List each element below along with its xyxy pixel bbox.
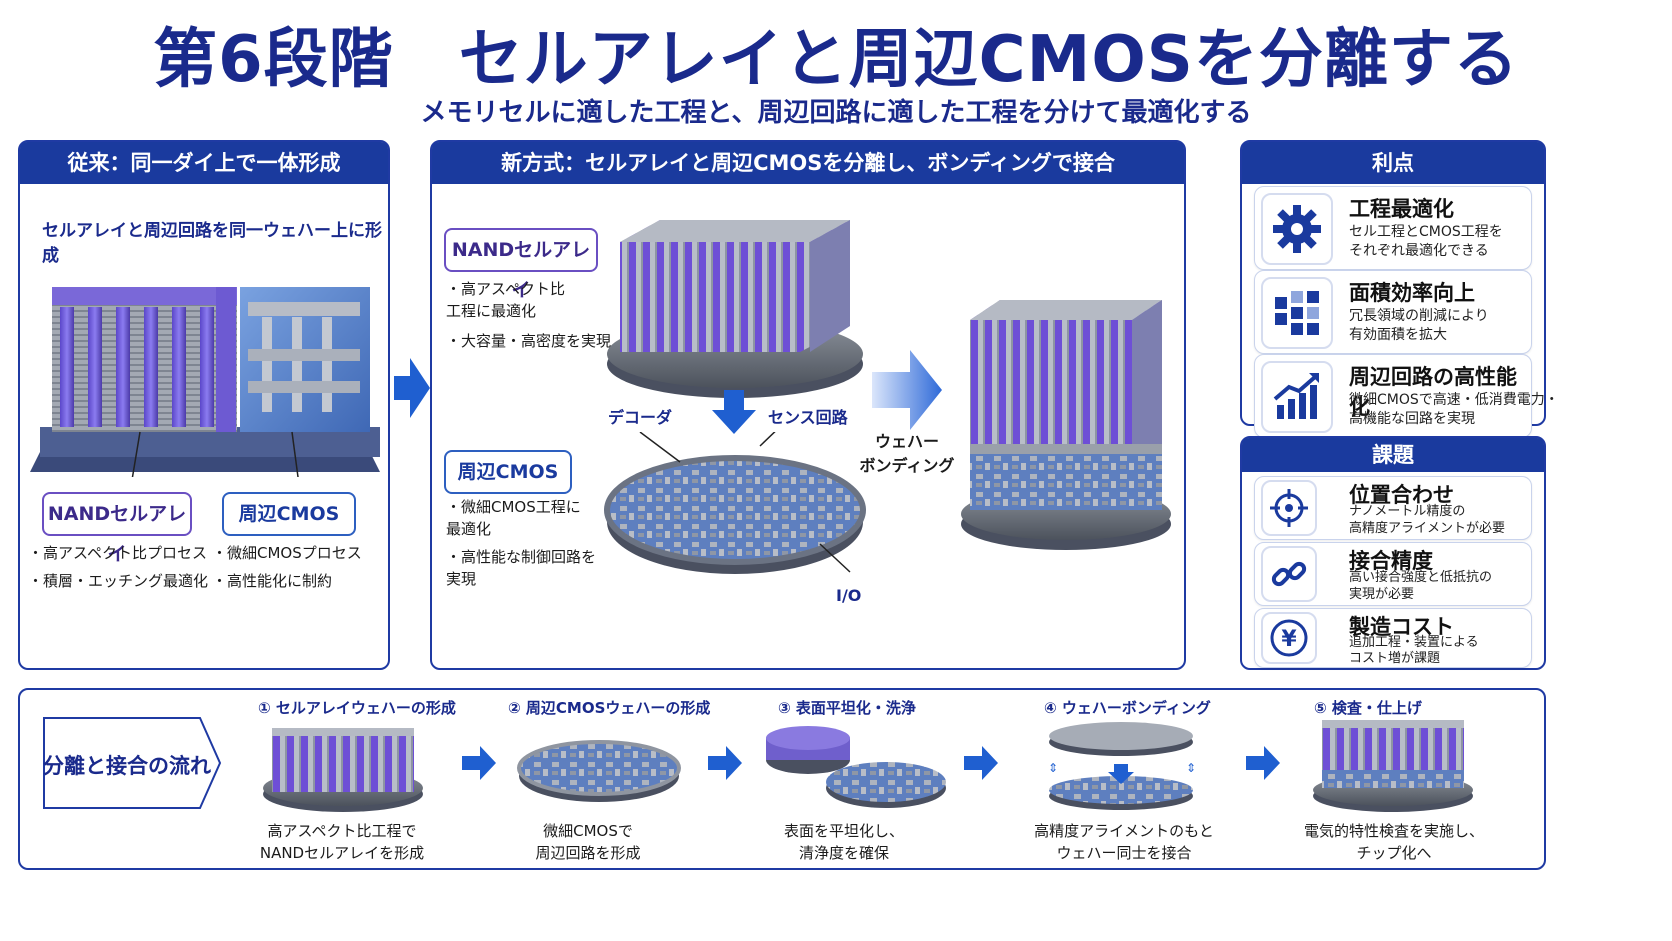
benefit-desc: セル工程とCMOS工程を それぞれ最適化できる bbox=[1349, 224, 1503, 259]
issue-desc: ナノメートル精度の 高精度アライメントが必要 bbox=[1349, 504, 1506, 536]
bonding-arrow-icon bbox=[872, 350, 942, 430]
conventional-panel: 従来：同一ダイ上で一体形成 セルアレイと周辺回路を同一ウェハー上に形成 NAND… bbox=[18, 140, 390, 670]
conventional-cmos-bullet-2: 高性能化に制約 bbox=[212, 570, 332, 592]
issue-title: 位置合わせ bbox=[1349, 483, 1454, 507]
new-cmos-bullet-2: 高性能な制御回路を 実現 bbox=[446, 546, 596, 590]
step-desc: 微細CMOSで 周辺回路を形成 bbox=[535, 822, 641, 862]
new-method-heading: 新方式：セルアレイと周辺CMOSを分離し、ボンディングで接合 bbox=[432, 142, 1184, 184]
benefit-desc: 冗長領域の削減により 有効面積を拡大 bbox=[1349, 308, 1489, 343]
link-icon bbox=[1261, 546, 1317, 602]
step4-illustration: ⇕ ⇕ bbox=[1048, 722, 1196, 810]
step-title: ⑤ 検査・仕上げ bbox=[1314, 699, 1422, 717]
chart-up-icon bbox=[1261, 361, 1333, 433]
step1-illustration bbox=[263, 728, 423, 812]
benefit-card: 周辺回路の高性能化 微細CMOSで高速・低消費電力・ 高機能な回路を実現 bbox=[1254, 354, 1559, 438]
benefit-title: 周辺回路の高性能化 bbox=[1349, 365, 1517, 419]
step-desc: 電気的特性検査を実施し、 チップ化へ bbox=[1303, 822, 1484, 862]
step-title: ③ 表面平坦化・洗浄 bbox=[778, 699, 916, 717]
issue-card: 接合精度 高い接合強度と低抵抗の 実現が必要 bbox=[1254, 542, 1532, 606]
step-title: ① セルアレイウェハーの形成 bbox=[258, 699, 456, 717]
decoder-callout: デコーダ bbox=[608, 408, 673, 427]
conventional-note: セルアレイと周辺回路を同一ウェハー上に形成 bbox=[42, 221, 382, 266]
conventional-nand-bullet-2: 積層・エッチング最適化 bbox=[28, 570, 208, 592]
benefit-card: 工程最適化 セル工程とCMOS工程を それぞれ最適化できる bbox=[1254, 186, 1532, 270]
step-desc: 高アスペクト比工程で NANDセルアレイを形成 bbox=[259, 822, 425, 862]
new-cmos-label: 周辺CMOS bbox=[444, 450, 572, 494]
issue-desc: 追加工程・装置による コスト増が課題 bbox=[1349, 635, 1479, 666]
conventional-nand-label: NANDセルアレイ bbox=[42, 492, 192, 565]
arrow-right-icon bbox=[394, 358, 430, 418]
issue-title: 製造コスト bbox=[1349, 615, 1454, 639]
nand-wafer-illustration bbox=[607, 220, 863, 398]
svg-text:¥: ¥ bbox=[1281, 627, 1297, 652]
issues-panel: 課題 位置合わせ ナノメートル精度の 高精度アライメントが必要 接合精度 高い接… bbox=[1240, 436, 1546, 670]
benefit-desc: 微細CMOSで高速・低消費電力・ 高機能な回路を実現 bbox=[1349, 392, 1559, 427]
issue-title: 接合精度 bbox=[1349, 549, 1433, 573]
conventional-cmos-label: 周辺CMOS bbox=[222, 492, 356, 536]
page-subtitle: メモリセルに適した工程と、周辺回路に適した工程を分けて最適化する bbox=[420, 98, 1252, 128]
benefit-title: 工程最適化 bbox=[1349, 197, 1454, 221]
issue-desc: 高い接合強度と低抵抗の 実現が必要 bbox=[1349, 570, 1493, 602]
conventional-nand-bullet-1: 高アスペクト比プロセス bbox=[28, 542, 207, 564]
new-nand-label: NANDセルアレイ bbox=[444, 228, 598, 301]
step-desc: 表面を平坦化し、 清浄度を確保 bbox=[783, 822, 904, 862]
cmos-wafer-illustration bbox=[604, 432, 866, 574]
benefit-card: 面積効率向上 冗長領域の削減により 有効面積を拡大 bbox=[1254, 270, 1532, 354]
monolithic-die-illustration bbox=[30, 287, 380, 477]
sense-callout: センス回路 bbox=[768, 408, 848, 427]
issue-card: ¥ 製造コスト 追加工程・装置による コスト増が課題 bbox=[1254, 608, 1532, 668]
benefit-title: 面積効率向上 bbox=[1349, 281, 1475, 305]
step2-illustration bbox=[517, 740, 681, 802]
flow-label: 分離と接合の流れ bbox=[43, 754, 211, 778]
step-desc: 高精度アライメントのもと ウェハー同士を接合 bbox=[1034, 822, 1214, 862]
gear-icon bbox=[1261, 193, 1333, 265]
blocks-icon bbox=[1261, 277, 1333, 349]
bonded-stack-illustration bbox=[961, 300, 1171, 550]
arrow-down-icon bbox=[712, 390, 756, 434]
issues-heading: 課題 bbox=[1242, 438, 1544, 472]
target-icon bbox=[1261, 480, 1317, 536]
yen-icon: ¥ bbox=[1261, 612, 1317, 664]
arrow-right-icon bbox=[708, 746, 742, 780]
svg-text:⇕: ⇕ bbox=[1048, 761, 1058, 775]
flow-label-shape bbox=[43, 717, 222, 809]
new-method-panel: 新方式：セルアレイと周辺CMOSを分離し、ボンディングで接合 NANDセルアレイ… bbox=[430, 140, 1186, 670]
conventional-cmos-bullet-1: 微細CMOSプロセス bbox=[212, 542, 362, 564]
io-callout: I/O bbox=[836, 586, 862, 605]
arrow-right-icon bbox=[964, 746, 998, 780]
step5-illustration bbox=[1313, 720, 1473, 812]
new-cmos-bullet-1: 微細CMOS工程に 最適化 bbox=[446, 496, 581, 540]
arrow-right-icon bbox=[1246, 746, 1280, 780]
new-nand-bullet-2: 大容量・高密度を実現 bbox=[446, 330, 611, 352]
new-nand-bullet-1: 高アスペクト比 工程に最適化 bbox=[446, 278, 565, 322]
step3-illustration bbox=[766, 726, 946, 808]
page-title: 第6段階 セルアレイと周辺CMOSを分離する bbox=[153, 23, 1519, 97]
issue-card: 位置合わせ ナノメートル精度の 高精度アライメントが必要 bbox=[1254, 476, 1532, 540]
bonding-label: ウェハー ボンディング bbox=[859, 432, 955, 475]
benefits-panel: 利点 工程最適化 セル工程とCMOS工程を それぞれ最適化できる 面積効率向上 … bbox=[1240, 140, 1559, 438]
benefits-heading: 利点 bbox=[1242, 142, 1544, 184]
conventional-heading: 従来：同一ダイ上で一体形成 bbox=[20, 142, 388, 184]
svg-text:⇕: ⇕ bbox=[1186, 761, 1196, 775]
step-title: ④ ウェハーボンディング bbox=[1044, 699, 1211, 717]
arrow-right-icon bbox=[462, 746, 496, 780]
step-title: ② 周辺CMOSウェハーの形成 bbox=[508, 699, 711, 717]
